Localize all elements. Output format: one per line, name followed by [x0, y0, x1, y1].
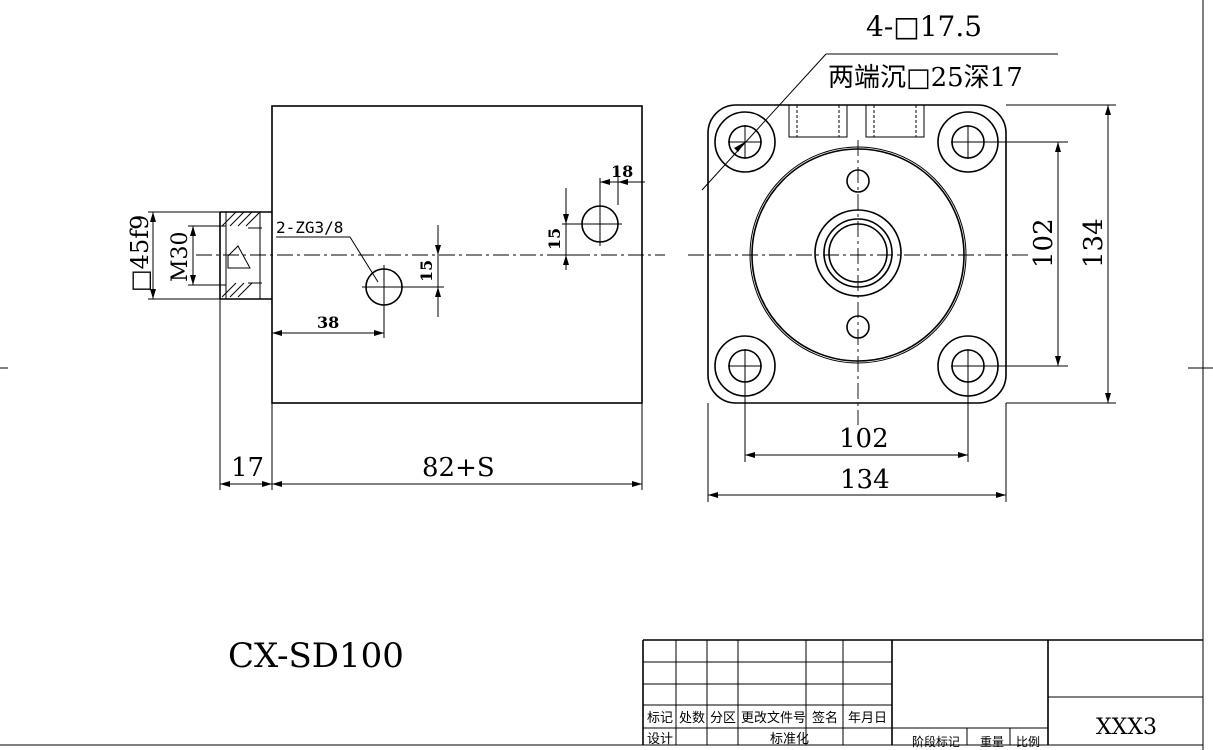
- dim-15-left-label: 15: [417, 260, 436, 282]
- front-view: [688, 53, 1116, 502]
- dim-102-horizontal-label: 102: [839, 424, 889, 454]
- rod-end: [219, 211, 272, 300]
- top-ports: [788, 104, 925, 138]
- dim-17-label: 17: [231, 453, 264, 483]
- callout-counterbore-label: 两端沉□25深17: [828, 63, 1023, 93]
- dim-18: [599, 170, 645, 205]
- dim-rod-square: [148, 211, 220, 300]
- dim-102-vertical: [968, 141, 1068, 367]
- tb-design: 设计: [647, 732, 673, 747]
- dim-15-left: [400, 225, 444, 317]
- tb-header-3: 更改文件号: [741, 711, 806, 726]
- dim-15-right: [562, 188, 582, 270]
- cylinder-body: [271, 105, 643, 404]
- port-leader: [276, 236, 379, 283]
- tb-scale: 比例: [1016, 735, 1040, 749]
- tb-header-2: 分区: [710, 711, 736, 726]
- tb-header-1: 处数: [679, 711, 705, 726]
- rod-thread-label: M30: [168, 231, 193, 282]
- tb-header-4: 签名: [812, 710, 838, 726]
- dim-134-vertical-label: 134: [1079, 218, 1109, 268]
- callout-leader: [701, 53, 1058, 191]
- dim-134-horizontal-label: 134: [840, 465, 890, 495]
- dim-18-label: 18: [611, 162, 633, 181]
- tb-part-code: XXX3: [1096, 715, 1157, 740]
- dim-134-vertical: [1006, 104, 1116, 404]
- dim-bottom: [219, 299, 643, 490]
- dim-134-horizontal: [707, 403, 1007, 502]
- dim-38: [272, 305, 385, 338]
- tb-weight: 重量: [980, 735, 1004, 749]
- title-block: [642, 639, 1203, 745]
- port-hole-left: [362, 265, 406, 309]
- dim-15-right-label: 15: [545, 228, 564, 250]
- end-plate: [707, 104, 1007, 404]
- tb-stage: 阶段标记: [912, 734, 960, 749]
- model-name: CX-SD100: [228, 636, 404, 676]
- dim-102-vertical-label: 102: [1029, 218, 1059, 268]
- dim-stroke-label: 82+S: [422, 453, 495, 483]
- callout-holes-label: 4-□17.5: [866, 10, 982, 43]
- dim-rod-thread: [188, 225, 226, 286]
- port-hole-right: [578, 202, 622, 246]
- tb-header-0: 标记: [647, 711, 673, 726]
- side-view: [148, 105, 665, 490]
- tb-standardization: 标准化: [770, 732, 809, 747]
- rod-square-label: □45f9: [126, 215, 154, 292]
- dim-102-horizontal: [744, 366, 969, 462]
- tb-header-5: 年月日: [848, 711, 887, 726]
- port-label: 2-ZG3/8: [276, 218, 343, 237]
- dim-38-label: 38: [317, 313, 339, 332]
